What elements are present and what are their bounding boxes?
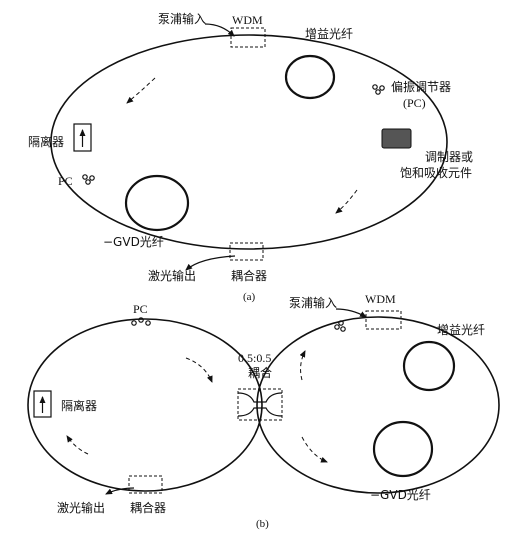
gvd-fiber-coil-b	[372, 420, 434, 478]
direction-arrow-right-bottom-b	[301, 436, 328, 463]
modulator-block-a	[381, 128, 412, 149]
gain-fiber-coil-a	[284, 54, 336, 100]
isolator-label-a: 隔离器	[28, 134, 64, 149]
wdm-label-a: WDM	[232, 13, 263, 27]
gvd-fiber-coil-a	[124, 174, 190, 232]
gvd-fiber-label-a: −GVD光纤	[103, 235, 164, 249]
pump-input-label-b: 泵浦输入	[289, 295, 337, 310]
gain-fiber-label-b: 增益光纤	[437, 323, 485, 337]
direction-arrow-right-top-b	[299, 350, 306, 381]
figure-a: WDM 泵浦输入 增益光纤 偏振调节器 (PC) 隔离器 调制器或 饱和吸收元件…	[28, 11, 473, 303]
coupler-box-a	[229, 242, 264, 261]
gvd-fiber-label-b: −GVD光纤	[370, 488, 431, 502]
pump-input-label-a: 泵浦输入	[158, 11, 206, 26]
coupler-box-b	[128, 475, 163, 494]
pump-input-arrow-b	[335, 308, 367, 318]
pc-label-b: PC	[133, 302, 148, 316]
caption-b: (b)	[256, 518, 269, 530]
central-coupler-top-b	[237, 392, 283, 403]
gain-fiber-coil-b	[402, 340, 456, 392]
coupler-label-a: 耦合器	[231, 268, 267, 283]
laser-output-label-b: 激光输出	[57, 500, 105, 515]
wdm-box-b	[365, 310, 402, 330]
direction-arrow-left-top-b	[185, 357, 213, 383]
laser-output-arrow-b	[105, 487, 135, 495]
polarization-controller-label-a: 偏振调节器	[391, 79, 451, 94]
direction-arrow-bottom-a	[335, 189, 358, 214]
direction-arrow-left-bottom-b	[66, 435, 89, 455]
laser-output-label-a: 激光输出	[148, 268, 196, 283]
pc-abbr-label-a: (PC)	[403, 96, 426, 110]
ratio-label-b: 0.5:0.5	[238, 351, 271, 365]
isolator-box-a	[73, 123, 92, 152]
pc-symbol-top-b	[131, 317, 151, 326]
right-ring-b	[256, 316, 500, 494]
modulator-label-line1-a: 调制器或	[425, 150, 473, 164]
central-coupler-bottom-b	[237, 407, 283, 417]
coupler-short-label-b: 耦合	[248, 365, 272, 380]
figure-b: 0.5:0.5 耦合 PC 隔离器 耦合器 激光输出 泵浦输入 WDM 增益光纤	[27, 292, 500, 530]
pc-symbol-right-a	[372, 84, 385, 95]
pc-symbol-right-b	[334, 320, 346, 332]
ring-cavity-a	[50, 34, 448, 250]
left-ring-b	[27, 318, 263, 492]
caption-a: (a)	[243, 291, 256, 303]
pump-input-arrow-a	[204, 23, 235, 37]
central-coupler-box-b	[237, 388, 283, 421]
laser-output-arrow-a	[185, 255, 236, 271]
modulator-label-line2-a: 饱和吸收元件	[400, 165, 472, 180]
wdm-label-b: WDM	[365, 292, 396, 306]
wdm-box-a	[230, 27, 266, 48]
pc-label-left-a: PC	[58, 174, 73, 188]
direction-arrow-top-a	[126, 77, 156, 104]
isolator-label-b: 隔离器	[61, 398, 97, 413]
gain-fiber-label-a: 增益光纤	[305, 27, 353, 41]
pc-symbol-left-a	[82, 174, 95, 185]
isolator-box-b	[33, 390, 52, 418]
coupler-label-b: 耦合器	[130, 500, 166, 515]
